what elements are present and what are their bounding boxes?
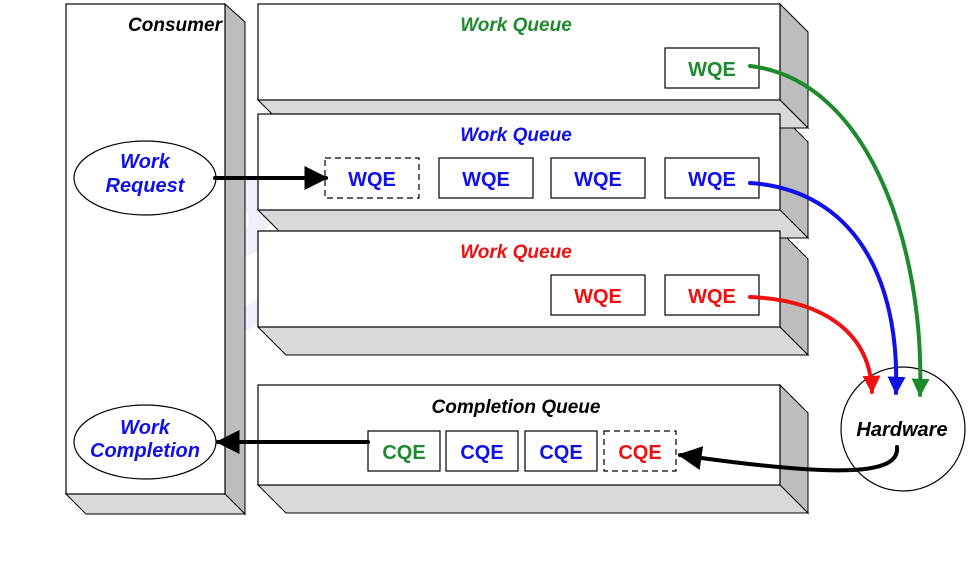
consumer-title: Consumer bbox=[128, 15, 224, 36]
arrow-red-wqe-to-hardware bbox=[748, 295, 881, 394]
wqe-box: WQE bbox=[438, 157, 534, 199]
wqe-label: WQE bbox=[574, 286, 622, 308]
cqe-label: CQE bbox=[539, 442, 582, 464]
flow-arrows bbox=[213, 64, 930, 473]
hardware-node: Hardware bbox=[840, 366, 966, 492]
wqe-label: WQE bbox=[688, 286, 736, 308]
arrow-green-wqe-to-hardware bbox=[748, 64, 930, 397]
completion-queue-title: Completion Queue bbox=[432, 397, 601, 418]
work-request-node: Work Request bbox=[73, 140, 217, 216]
wqe-label: WQE bbox=[462, 169, 510, 191]
work-completion-node: Work Completion bbox=[73, 404, 217, 480]
wqe-label: WQE bbox=[574, 169, 622, 191]
wqe-label: WQE bbox=[688, 169, 736, 191]
wqe-box-pending: WQE bbox=[324, 157, 420, 199]
work-queue-title: Work Queue bbox=[460, 15, 572, 36]
cqe-box-pending: CQE bbox=[603, 430, 677, 472]
work-request-label-line1: Work bbox=[120, 151, 171, 173]
wqe-label: WQE bbox=[688, 59, 736, 81]
work-request-label-line2: Request bbox=[106, 175, 186, 197]
work-queue-title: Work Queue bbox=[460, 242, 572, 263]
wqe-box: WQE bbox=[550, 274, 646, 316]
arrow-blue-wqe-to-hardware bbox=[748, 181, 906, 395]
work-completion-label-line2: Completion bbox=[90, 440, 200, 462]
wqe-box: WQE bbox=[664, 157, 760, 199]
wqe-box: WQE bbox=[550, 157, 646, 199]
cqe-box: CQE bbox=[367, 430, 441, 472]
completion-queue-entries: CQE CQE CQE CQE bbox=[367, 430, 677, 472]
hardware-label: Hardware bbox=[856, 419, 947, 441]
completion-queue-panel: Completion Queue bbox=[256, 383, 810, 515]
cqe-label: CQE bbox=[382, 442, 425, 464]
cqe-box: CQE bbox=[445, 430, 519, 472]
work-completion-label-line1: Work bbox=[120, 417, 171, 439]
cqe-box: CQE bbox=[524, 430, 598, 472]
wqe-label: WQE bbox=[348, 169, 396, 191]
arrow-hardware-to-cqe bbox=[677, 445, 900, 473]
cqe-label: CQE bbox=[618, 442, 661, 464]
wqe-box: WQE bbox=[664, 47, 760, 89]
work-queue-title: Work Queue bbox=[460, 125, 572, 146]
cqe-label: CQE bbox=[460, 442, 503, 464]
wqe-box: WQE bbox=[664, 274, 760, 316]
